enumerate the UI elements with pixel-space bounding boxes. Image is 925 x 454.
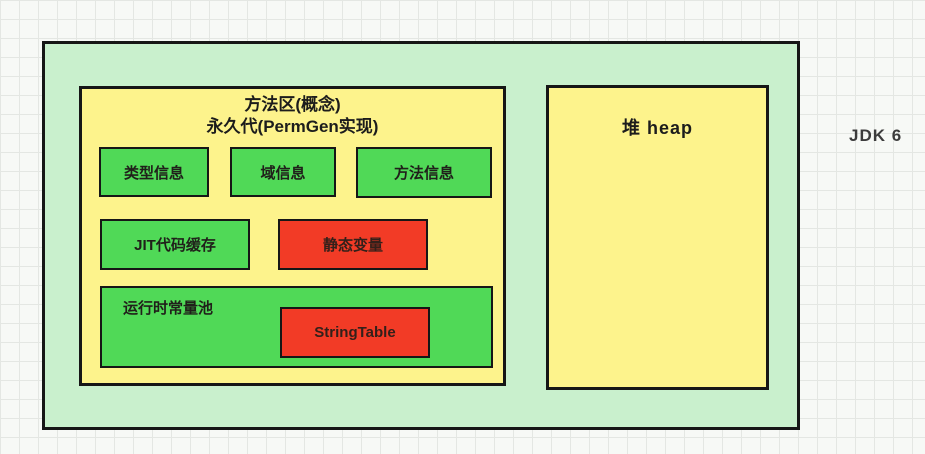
runtime-constant-pool-label: 运行时常量池 [123, 300, 214, 317]
field-info-box: 域信息 [230, 147, 336, 197]
method-area-title: 方法区(概念) 永久代(PermGen实现) [82, 89, 503, 138]
method-area-title-line2: 永久代(PermGen实现) [206, 117, 379, 136]
method-info-box: 方法信息 [356, 147, 492, 198]
runtime-constant-pool-box: 运行时常量池 StringTable [100, 286, 493, 368]
jvm-runtime-container: 方法区(概念) 永久代(PermGen实现) 类型信息 域信息 方法信息 JIT… [42, 41, 800, 430]
method-area-title-line1: 方法区(概念) [244, 95, 341, 114]
heap-box: 堆 heap [546, 85, 769, 390]
string-table-box: StringTable [280, 307, 430, 358]
jdk-version-label: JDK 6 [849, 126, 903, 145]
heap-title: 堆 heap [621, 118, 693, 138]
static-variables-box: 静态变量 [278, 219, 428, 270]
type-info-box: 类型信息 [99, 147, 209, 197]
method-area-box: 方法区(概念) 永久代(PermGen实现) 类型信息 域信息 方法信息 JIT… [79, 86, 506, 386]
jit-code-cache-box: JIT代码缓存 [100, 219, 250, 270]
